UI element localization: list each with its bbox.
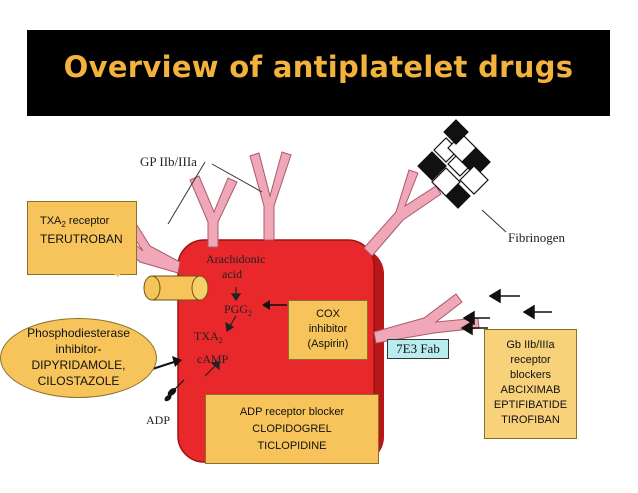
pde-line1: Phosphodiesterase — [27, 326, 130, 340]
pde-line2: inhibitor- — [55, 342, 102, 356]
fab-label: 7E3 Fab — [396, 341, 440, 356]
adp-line1: ADP receptor blocker — [239, 406, 345, 418]
gp-leader-right — [211, 163, 263, 193]
cox-arrow — [262, 300, 287, 310]
adp-line3: TICLOPIDINE — [257, 440, 327, 452]
antibody-arrows — [460, 288, 552, 336]
txa2-receptor-cylinder — [143, 275, 209, 301]
txa2-label: TXA2 — [194, 329, 223, 345]
txa2-receptor-pointer — [96, 261, 132, 277]
arachidonic-label-1: Arachidonic — [206, 252, 265, 266]
camp-label: cAMP — [197, 352, 229, 366]
gb-receptor-box: Gb IIb/IIIa receptor blockers ABCIXIMAB … — [484, 329, 577, 439]
fibrinogen-leader — [481, 209, 507, 233]
arachidonic-label-2: acid — [222, 267, 242, 281]
adp-icon — [164, 379, 185, 402]
adp-label: ADP — [146, 413, 170, 427]
slide-title: Overview of antiplatelet drugs — [63, 50, 574, 84]
gp-receptor-upper-right — [363, 169, 442, 257]
fibrinogen-label: Fibrinogen — [508, 230, 566, 245]
cox-inhibitor-box: COX inhibitor (Aspirin) — [288, 300, 368, 360]
gb-line3: blockers — [510, 369, 551, 381]
gb-line2: receptor — [510, 354, 551, 366]
adp-line2: CLOPIDOGREL — [252, 423, 332, 435]
gp-receptors — [111, 151, 480, 344]
cox-line3: (Aspirin) — [307, 338, 349, 350]
txa2-receptor-line1: TXA2 receptor — [40, 215, 110, 230]
pde-line3: DIPYRIDAMOLE, — [31, 358, 126, 372]
pde-line4: CILOSTAZOLE — [37, 374, 120, 388]
gp-receptor-top-left — [189, 175, 238, 248]
fibrinogen-icon — [417, 119, 491, 209]
gp-label: GP IIb/IIIa — [140, 154, 197, 169]
gb-line1: Gb IIb/IIIa — [506, 339, 555, 351]
gp-leader-left — [167, 161, 206, 225]
pathway-arrows — [204, 287, 242, 377]
gb-line4: ABCIXIMAB — [500, 384, 561, 396]
cox-line1: COX — [316, 308, 340, 320]
txa2-receptor-line2: TERUTROBAN — [40, 232, 123, 247]
pgg2-label: PGG2 — [224, 302, 252, 318]
fab-box: 7E3 Fab — [387, 339, 449, 359]
gp-receptor-right — [373, 293, 480, 344]
phosphodiesterase-ellipse: Phosphodiesterase inhibitor- DIPYRIDAMOL… — [0, 318, 157, 398]
adp-receptor-box: ADP receptor blocker CLOPIDOGREL TICLOPI… — [205, 394, 379, 464]
gp-receptor-top-center — [249, 151, 292, 241]
gb-line6: TIROFIBAN — [501, 414, 560, 426]
title-bar: Overview of antiplatelet drugs — [27, 30, 610, 116]
gb-line5: EPTIFIBATIDE — [493, 399, 568, 411]
cox-line2: inhibitor — [308, 323, 348, 335]
